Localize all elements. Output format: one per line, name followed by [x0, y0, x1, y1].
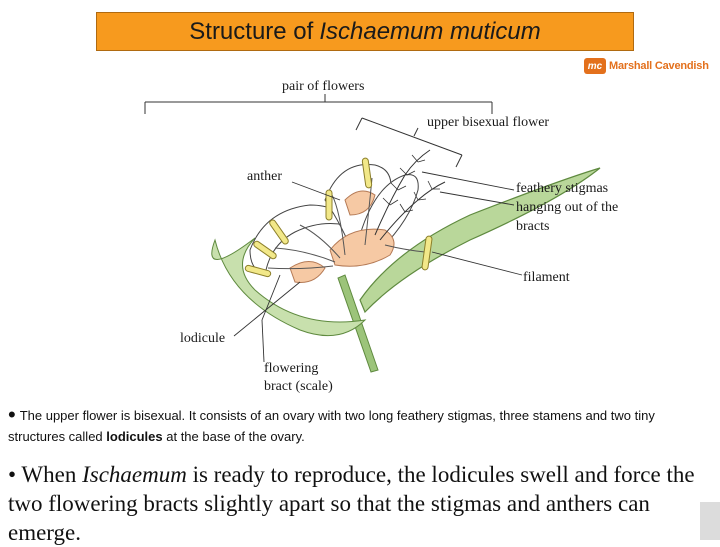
- bullet-dot: •: [8, 462, 17, 487]
- bullet-bold-term: lodicules: [106, 429, 163, 444]
- upper-pink: [344, 190, 376, 216]
- label-filament: filament: [523, 270, 570, 285]
- anther-4: [325, 189, 333, 221]
- bullet-reproduction: • When Ischaemum is ready to reproduce, …: [8, 460, 708, 547]
- bullet-dot: •: [8, 402, 16, 427]
- lodicule-pink: [289, 261, 326, 283]
- bullet-upper-flower: •The upper flower is bisexual. It consis…: [8, 404, 698, 447]
- pair-of-flowers-bracket: [144, 94, 493, 114]
- label-flowering-bract-line1: flowering: [264, 361, 319, 376]
- anther-2: [253, 240, 277, 260]
- publisher-logo: mc Marshall Cavendish: [584, 58, 709, 74]
- anther-6: [421, 235, 433, 271]
- feathery-stigmas: [374, 149, 446, 241]
- bullet-italic-genus: Ischaemum: [82, 462, 187, 487]
- title-species: Ischaemum muticum: [319, 17, 541, 45]
- slide-title: Structure of Ischaemum muticum: [96, 12, 634, 51]
- anther-5: [361, 157, 373, 189]
- anther-3: [244, 264, 272, 278]
- upper-flower-bracket: [355, 117, 463, 168]
- logo-mark: mc: [584, 58, 606, 74]
- label-pair-of-flowers: pair of flowers: [282, 79, 365, 94]
- corner-decoration: [700, 502, 720, 540]
- lower-bract: [211, 237, 367, 337]
- ovary-pink: [329, 228, 395, 267]
- bullet-text-end: is ready to reproduce, the lodicules swe…: [8, 462, 695, 545]
- bullet-text-start: When: [21, 462, 83, 487]
- bullet-text-end: at the base of the ovary.: [162, 429, 305, 444]
- label-anther: anther: [247, 169, 282, 184]
- label-feathery-stigmas-line2: hanging out of the: [516, 200, 619, 215]
- leader-lines: [233, 171, 523, 363]
- label-flowering-bract-line2: bract (scale): [264, 379, 333, 394]
- bullet-text-start: The upper flower is bisexual. It consist…: [8, 408, 655, 444]
- logo-text: Marshall Cavendish: [609, 60, 709, 72]
- flower-diagram: [144, 94, 601, 373]
- anther-1: [269, 219, 289, 245]
- label-upper-bisexual-flower: upper bisexual flower: [427, 115, 550, 130]
- label-feathery-stigmas-line1: feathery stigmas: [516, 181, 609, 196]
- label-feathery-stigmas-line3: bracts: [516, 219, 550, 234]
- title-prefix: Structure of: [189, 17, 314, 45]
- anthers: [244, 157, 433, 278]
- label-lodicule: lodicule: [180, 331, 226, 346]
